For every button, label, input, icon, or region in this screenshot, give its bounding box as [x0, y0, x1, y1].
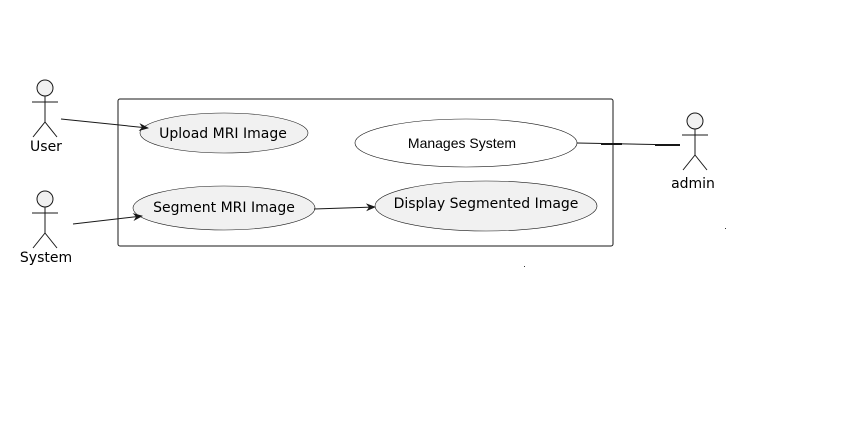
actor-admin-figure [682, 112, 708, 171]
actor-user-figure [32, 79, 58, 138]
usecase-display-segmented-image: Display Segmented Image [374, 180, 598, 232]
usecase-upload-mri-image: Upload MRI Image [139, 112, 309, 154]
actor-user: User [30, 79, 62, 155]
stray-dot [725, 228, 726, 229]
system-boundary [117, 98, 614, 247]
actor-admin-label: admin [671, 176, 715, 192]
usecase-segment-mri-image: Segment MRI Image [132, 185, 316, 231]
usecase-manage-label: Manages System [408, 135, 516, 151]
actor-system: System [20, 190, 72, 266]
usecase-manages-system: Manages System [354, 118, 578, 168]
relation-user-to-upload [60, 118, 149, 132]
usecase-display-label: Display Segmented Image [394, 196, 579, 212]
usecase-segment-label: Segment MRI Image [153, 200, 295, 216]
usecase-segment-ellipse [132, 185, 316, 231]
relation-admin-to-manage [576, 142, 681, 146]
usecase-upload-ellipse [139, 112, 309, 154]
stray-dot [524, 266, 525, 267]
relation-system-to-segment [72, 213, 143, 225]
actor-user-label: User [30, 139, 62, 155]
usecase-upload-label: Upload MRI Image [159, 126, 287, 142]
actor-system-figure [32, 190, 58, 249]
actor-admin: admin [671, 112, 715, 192]
relation-segment-to-display [313, 203, 376, 212]
actor-system-label: System [20, 250, 72, 266]
